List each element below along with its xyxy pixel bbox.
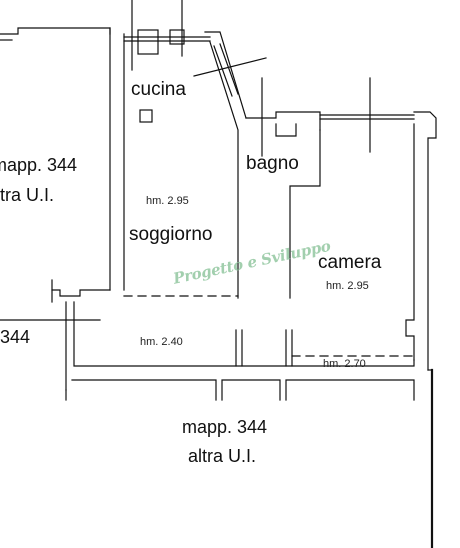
camera-right-inner [405, 123, 415, 361]
cucina-window-tick [193, 57, 267, 77]
corridor-top-left [51, 289, 111, 297]
bagno-inner [275, 123, 297, 137]
angled-window-b [219, 43, 239, 95]
bagno-right [289, 129, 321, 299]
height-rear: hm. 2.70 [323, 358, 366, 370]
cucina-fixture [139, 109, 153, 123]
top-window-post-1 [137, 29, 159, 55]
bagno-top [245, 111, 321, 131]
room-label-bagno: bagno [246, 153, 299, 174]
cucina-angled-wall [204, 31, 247, 119]
height-corridor: hm. 2.40 [140, 336, 183, 348]
left-neighbor-wall [0, 27, 111, 35]
neighbor-bottom-mapp: mapp. 344 [182, 417, 268, 437]
lower-wall-1 [71, 379, 217, 401]
neighbor-left-344: 344 [0, 327, 31, 347]
neighbor-left-mapp: mapp. 344 [0, 155, 78, 175]
cucina-angled-wall-inner [209, 41, 239, 299]
lower-wall-2 [221, 379, 281, 401]
camera-right-wall [413, 111, 437, 371]
neighbor-bottom-altra: altra U.I. [188, 446, 257, 466]
top-window-post-2 [169, 29, 185, 45]
height-soggiorno: hm. 2.95 [146, 195, 189, 207]
angled-window-a [213, 45, 233, 97]
height-camera: hm. 2.95 [326, 280, 369, 292]
room-label-camera: camera [318, 252, 382, 273]
corridor-bottom [73, 301, 415, 367]
lower-wall-3 [285, 379, 415, 401]
room-label-cucina: cucina [131, 79, 186, 100]
room-label-soggiorno: soggiorno [129, 224, 213, 245]
neighbor-left-altra: altra U.I. [0, 185, 55, 205]
